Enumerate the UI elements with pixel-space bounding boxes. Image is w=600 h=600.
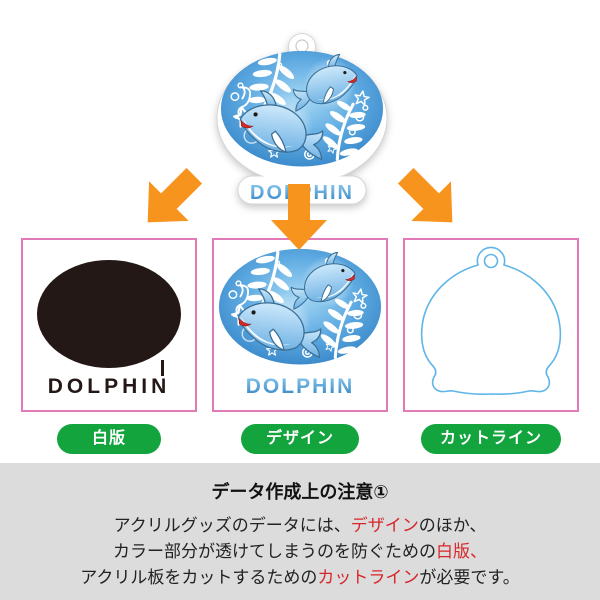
arrow-down-right-icon [397, 167, 453, 223]
note-text: アクリル板をカットするための [80, 568, 318, 587]
acrylic-keychain-image: DOLPHIN [216, 33, 388, 205]
note-line: アクリルグッズのデータには、デザインのほか、 [0, 513, 600, 539]
note-text-red: カットライン [317, 568, 420, 587]
white-plate-silhouette: DOLPHIN [37, 260, 181, 398]
panel-cutline [403, 238, 579, 412]
cutline-outline [420, 246, 562, 395]
cutline-hole [483, 253, 499, 269]
note-title: データ作成上の注意① [211, 482, 389, 502]
keychain-hole [295, 39, 309, 53]
note-text-red: 白版、 [436, 542, 487, 561]
note-body: アクリルグッズのデータには、デザインのほか、 カラー部分が透けてしまうのを防ぐた… [0, 513, 600, 591]
design-dolphin-text: DOLPHIN [246, 375, 355, 398]
note-line: カラー部分が透けてしまうのを防ぐための白版、 [0, 539, 600, 565]
arrow-down-left-icon [147, 167, 203, 223]
dolphin-color-design: DOLPHIN [216, 244, 384, 398]
note-section: データ作成上の注意① アクリルグッズのデータには、デザインのほか、 カラー部分が… [0, 463, 600, 600]
panel-design: DOLPHIN [212, 238, 388, 412]
note-text: アクリルグッズのデータには、 [113, 516, 351, 535]
tag-white-plate: 白版 [57, 424, 161, 454]
dolphin-design-art [221, 48, 383, 167]
arrow-down-icon [271, 184, 327, 250]
white-plate-dolphin-text: DOLPHIN [48, 375, 171, 398]
tag-cutline: カットライン [421, 424, 561, 454]
note-text-red: デザイン [350, 516, 419, 535]
note-text: が必要です。 [419, 568, 520, 587]
tag-design: デザイン [241, 424, 359, 454]
note-line: アクリル板をカットするためのカットラインが必要です。 [0, 565, 600, 591]
panel-white-plate: DOLPHIN [21, 238, 197, 412]
note-text: のほか、 [418, 516, 487, 535]
note-text: カラー部分が透けてしまうのを防ぐための [113, 542, 436, 561]
